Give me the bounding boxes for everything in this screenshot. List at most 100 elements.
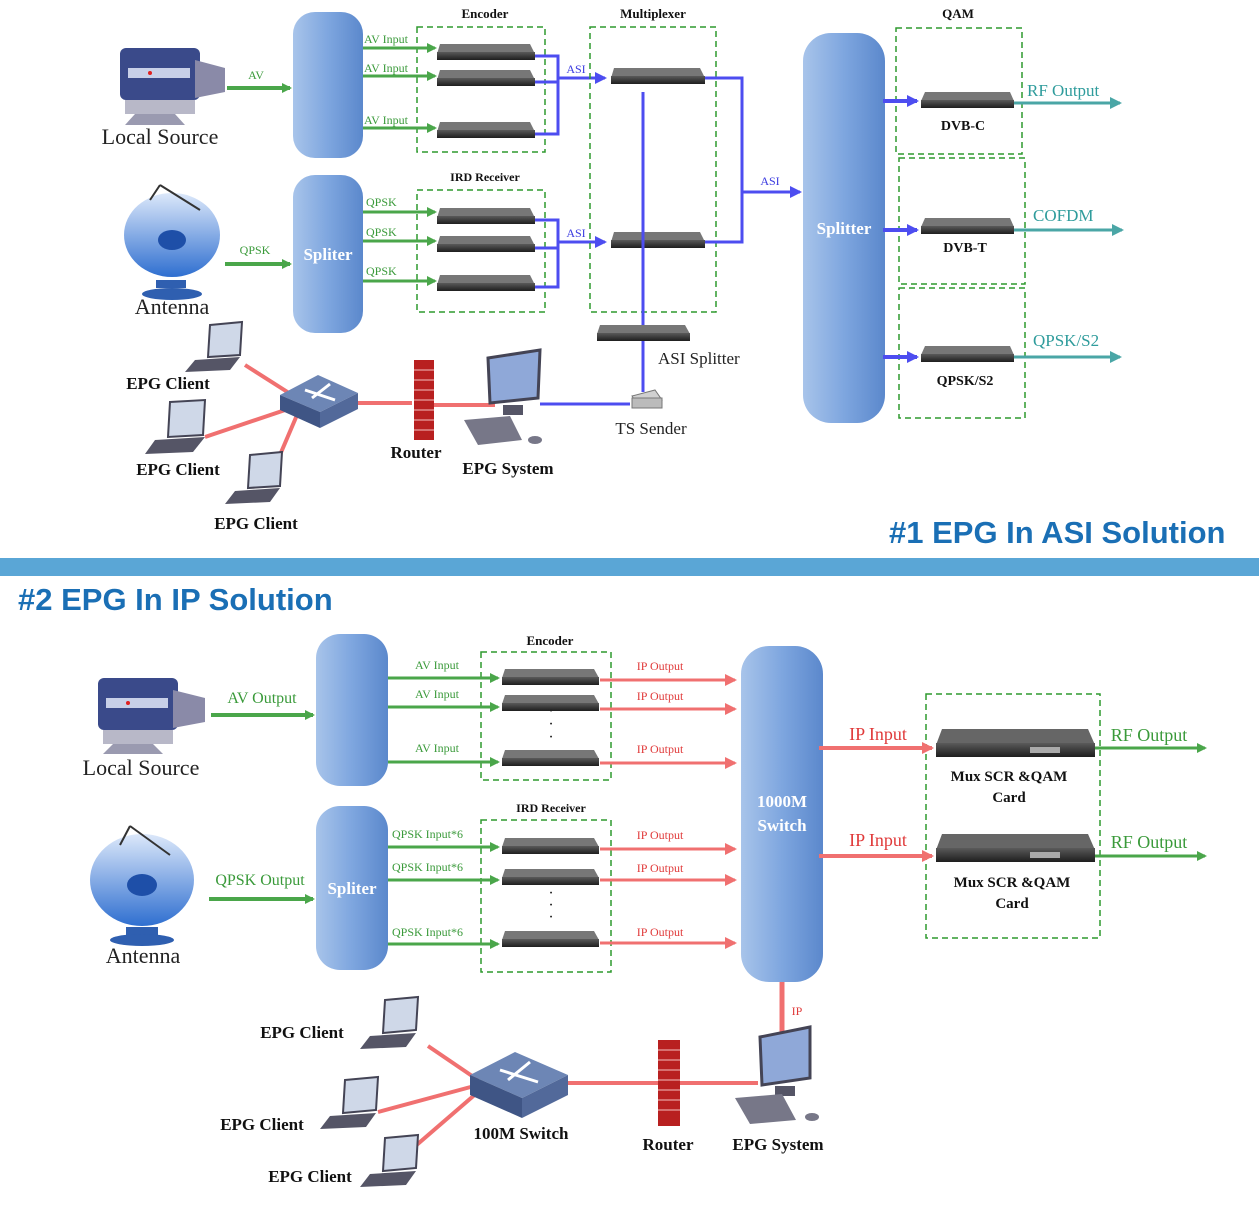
mux-device (611, 232, 705, 248)
qpsk-in-label: QPSK (240, 243, 271, 257)
dvbt-device (921, 218, 1014, 234)
splitter-pill (316, 806, 388, 970)
ip-output-label: IP Output (637, 689, 684, 703)
encoder-device (437, 44, 535, 60)
ip-input-label: IP Input (849, 830, 907, 850)
ip-output-label: IP Output (637, 861, 684, 875)
switch-line1: 1000M (757, 792, 807, 811)
section2-title: #2 EPG In IP Solution (18, 582, 333, 617)
qam-box-dvbt (898, 157, 1026, 285)
qpsk-input-label: QPSK Input*6 (392, 827, 463, 841)
encoder-group-label: Encoder (527, 633, 574, 648)
asi-splitter-device (597, 325, 690, 341)
ip-output-label: IP Output (637, 828, 684, 842)
ts-sender-icon (631, 389, 663, 409)
splitter-label: Spliter (327, 879, 377, 898)
multiplexer-label: Multiplexer (620, 6, 686, 21)
dvb-t-label: DVB-T (943, 241, 987, 256)
av-output-label: AV Output (227, 690, 297, 707)
epg-system-label: EPG System (732, 1135, 823, 1154)
splitter-left-pill (293, 175, 363, 333)
ird-device (502, 931, 599, 947)
switch-100m-label: 100M Switch (474, 1124, 569, 1143)
router-label: Router (643, 1135, 694, 1154)
laptop-icon (320, 1075, 380, 1129)
switch-100m-icon (470, 1052, 568, 1118)
epg-system-label: EPG System (462, 459, 553, 478)
qpsk-label: QPSK (366, 264, 397, 278)
mux-card-line1: Mux SCR &QAM (954, 875, 1071, 891)
mux-card-line2: Card (995, 896, 1029, 912)
epg-client-label: EPG Client (214, 514, 298, 533)
asi-label: ASI (760, 174, 779, 188)
mux-card-line1: Mux SCR &QAM (951, 769, 1068, 785)
rf-output-label: RF Output (1027, 81, 1100, 100)
ip-output-label: IP Output (637, 742, 684, 756)
qam-box-dvbc (895, 27, 1023, 155)
local-source-label: Local Source (102, 124, 219, 149)
asi-label: ASI (566, 226, 585, 240)
av-label: AV (248, 68, 264, 82)
switch-line2: Switch (757, 816, 807, 835)
qpsk-input-label: QPSK Input*6 (392, 925, 463, 939)
lan-switch-icon (280, 375, 358, 428)
ts-sender-label: TS Sender (615, 419, 687, 438)
dvb-c-label: DVB-C (941, 119, 985, 134)
cofdm-label: COFDM (1033, 206, 1093, 225)
encoder-device (502, 695, 599, 711)
camera-icon (98, 678, 205, 754)
ip-output-label: IP Output (637, 925, 684, 939)
section-ip: Local Source Antenna AV Output QPSK Outp… (83, 633, 1207, 1187)
firewall-router-icon (658, 1040, 680, 1126)
splitter-top-pill (293, 12, 363, 158)
encoder-group-box (416, 26, 546, 153)
epg-system-computer-icon (735, 1025, 819, 1124)
encoder-device (502, 669, 599, 685)
ird-device (502, 838, 599, 854)
laptop-icon (225, 450, 284, 504)
ird-device (437, 208, 535, 224)
ird-device (437, 275, 535, 291)
ird-group-box (416, 189, 546, 313)
splitter-left-label: Spliter (303, 245, 353, 264)
av-input-label: AV Input (415, 658, 460, 672)
antenna-label: Antenna (106, 943, 181, 968)
qam-box-qpsk (898, 287, 1026, 419)
splitter-right-pill (803, 33, 885, 423)
router-label: Router (391, 443, 442, 462)
encoder-device (437, 70, 535, 86)
qpsk-s2-device (921, 346, 1014, 362)
qpsk-label: QPSK (366, 225, 397, 239)
mux-to-splitter-bus (705, 76, 802, 244)
qpsk-s2-out-label: QPSK/S2 (1033, 331, 1099, 350)
epg-client-label: EPG Client (136, 460, 220, 479)
encoder-device (502, 750, 599, 766)
encoder-device (437, 122, 535, 138)
ip-input-label: IP Input (849, 724, 907, 744)
mux-device (611, 68, 705, 84)
section1-title: #1 EPG In ASI Solution (889, 515, 1226, 550)
ird-group-box (480, 819, 612, 973)
ird-device (502, 869, 599, 885)
qpsk-label: QPSK (366, 195, 397, 209)
switch-1000m-pill (741, 646, 823, 982)
av-input-label: AV Input (415, 741, 460, 755)
encoder-asi-bus (535, 54, 607, 136)
mux-card-line2: Card (992, 790, 1026, 806)
rf-output-label: RF Output (1111, 725, 1188, 745)
multiplexer-box (589, 26, 717, 313)
av-input-label: AV Input (364, 61, 409, 75)
av-input-label: AV Input (415, 687, 460, 701)
splitter-top-pill (316, 634, 388, 786)
local-source-label: Local Source (83, 755, 200, 780)
encoder-group-box (480, 651, 612, 781)
dvbc-device (921, 92, 1014, 108)
ip-label: IP (792, 1004, 803, 1018)
splitter-right-label: Splitter (817, 219, 872, 238)
ird-asi-bus (535, 218, 607, 289)
qpsk-s2-label: QPSK/S2 (937, 374, 994, 389)
antenna-icon (124, 184, 220, 300)
firewall-router-icon (414, 360, 434, 440)
